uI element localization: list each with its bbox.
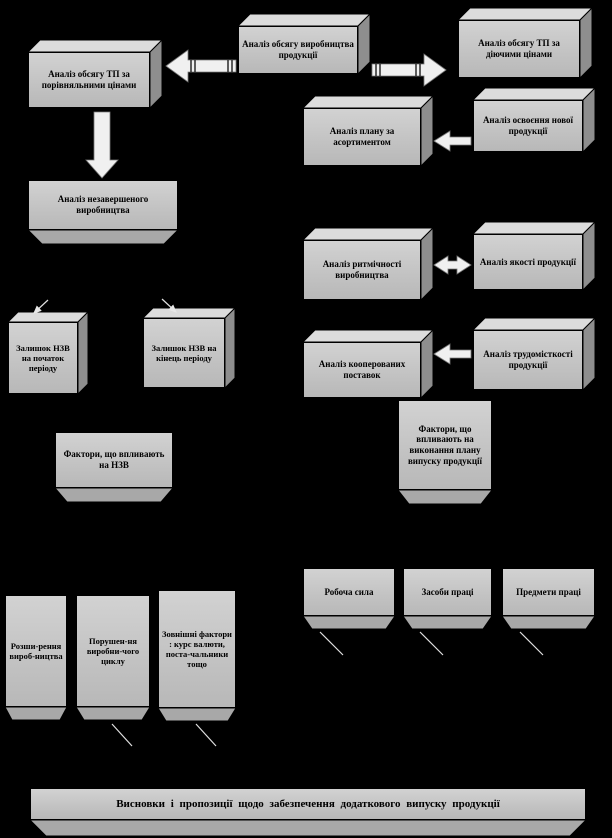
box-tp-current-prices: Аналіз обсягу ТП за діючими цінами [458, 20, 580, 78]
box-means-of-labor: Засоби праці [403, 568, 492, 616]
line-under-cycle-violation [111, 723, 133, 747]
box-new-products: Аналіз освоєння нової продукції [473, 100, 583, 152]
box-work-in-progress: Аналіз незавершеного виробництва [28, 180, 178, 230]
arrow-rhythm-quality-double [433, 255, 472, 275]
box-labor-intensity: Аналіз трудомісткості продукції [473, 330, 583, 390]
block-arrow-right [371, 53, 447, 87]
line-under-means [419, 631, 444, 656]
box-workforce: Робоча сила [303, 568, 395, 616]
box-factors-wip: Фактори, що впливають на НЗВ [55, 432, 173, 488]
arrow-labor-to-cooperative [433, 343, 472, 365]
box-main-analysis: Аналіз обсягу виробництва продукції [238, 26, 358, 74]
block-arrow-left [165, 49, 237, 83]
box-factors-plan: Фактори, що впливають на виконання плану… [398, 400, 492, 490]
arrow-to-wip-end [161, 298, 177, 313]
box-wip-start-balance: Залишок НЗВ на початок періоду [8, 322, 78, 394]
box-expansion: Розши-рення вироб-ництва [5, 595, 67, 707]
box-objects-of-labor: Предмети праці [502, 568, 595, 616]
box-pedestals [4, 229, 596, 837]
box-cooperative-supplies: Аналіз кооперованих поставок [303, 342, 421, 398]
box-cycle-violation: Порушен-ня виробни-чого циклу [76, 595, 150, 707]
line-under-external-factors [195, 723, 217, 747]
box-quality: Аналіз якості продукції [473, 234, 583, 290]
arrow-new-products-to-assortment [433, 130, 472, 152]
block-arrow-down [85, 111, 119, 179]
box-wip-end-balance: Залишок НЗВ на кінець періоду [143, 318, 225, 388]
line-under-workforce [319, 631, 344, 656]
box-tp-comparable-prices: Аналіз обсягу ТП за порівняльними цінами [28, 52, 150, 108]
box-side-faces [77, 6, 596, 400]
line-under-objects [519, 631, 544, 656]
arrow-hatch-marks [190, 60, 421, 76]
box-external-factors: Зовнішні фактори : курс валюти, поста-ча… [158, 590, 236, 708]
box-conclusions: Висновки і пропозиції щодо забезпечення … [30, 788, 586, 820]
box-rhythm: Аналіз ритмічності виробництва [303, 240, 421, 300]
box-assortment-plan: Аналіз плану за асортиментом [303, 108, 421, 166]
arrow-to-wip-start [33, 299, 49, 314]
